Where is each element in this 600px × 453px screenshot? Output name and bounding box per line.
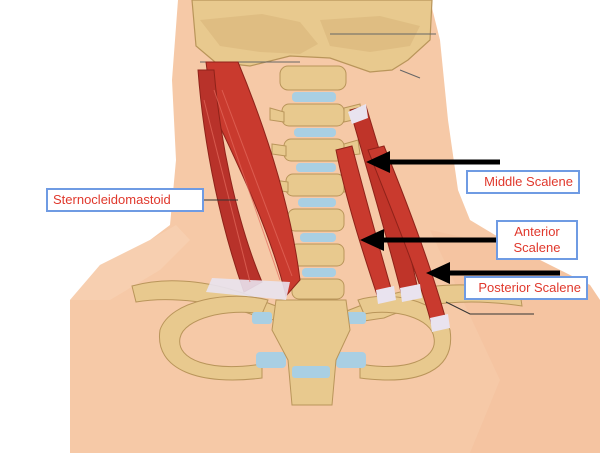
middle-scalene-arrow xyxy=(366,151,500,173)
posterior-scalene-leader xyxy=(445,301,534,315)
posterior-scalene-arrow xyxy=(426,262,560,284)
middle-scalene-label: Middle Scalene xyxy=(466,170,580,194)
anterior-scalene-arrow xyxy=(360,229,498,251)
anterior-scalene-label-line1: Anterior xyxy=(514,224,560,239)
anterior-scalene-label-line2: Scalene xyxy=(513,240,561,255)
sternocleidomastoid-label: Sternocleidomastoid xyxy=(46,188,204,212)
posterior-scalene-label: Posterior Scalene xyxy=(464,276,588,300)
anterior-scalene-label: Anterior Scalene xyxy=(496,220,578,260)
scalene-muscles xyxy=(335,104,450,332)
sternocleidomastoid-muscle xyxy=(197,61,301,300)
skull-base xyxy=(191,0,436,79)
